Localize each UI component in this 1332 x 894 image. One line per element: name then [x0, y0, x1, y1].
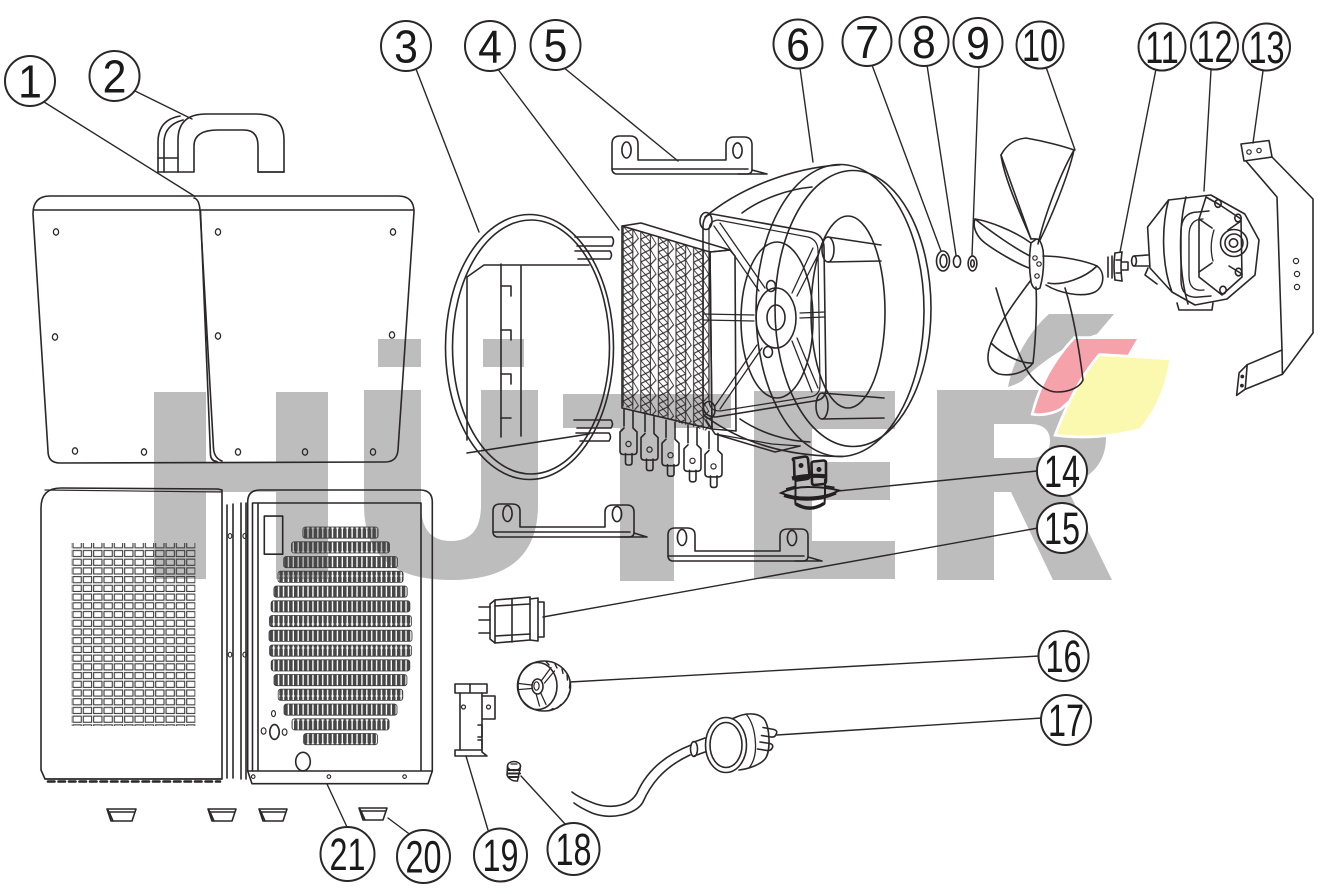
svg-text:10: 10 — [1022, 22, 1058, 71]
svg-text:21: 21 — [329, 831, 365, 880]
svg-text:13: 13 — [1248, 24, 1284, 73]
svg-text:6: 6 — [786, 20, 810, 71]
svg-text:16: 16 — [1046, 633, 1082, 682]
svg-text:2: 2 — [103, 52, 127, 103]
svg-text:12: 12 — [1196, 23, 1232, 72]
svg-text:7: 7 — [855, 17, 879, 68]
svg-text:11: 11 — [1145, 24, 1179, 73]
svg-text:4: 4 — [478, 22, 502, 73]
svg-text:19: 19 — [482, 832, 518, 881]
svg-text:9: 9 — [966, 18, 990, 69]
svg-text:17: 17 — [1048, 697, 1084, 746]
svg-text:20: 20 — [405, 833, 441, 882]
svg-text:3: 3 — [394, 22, 418, 73]
svg-text:18: 18 — [555, 826, 591, 875]
svg-text:5: 5 — [544, 21, 568, 72]
svg-text:8: 8 — [912, 17, 936, 68]
svg-text:14: 14 — [1044, 448, 1080, 497]
svg-text:1: 1 — [18, 57, 42, 108]
svg-text:15: 15 — [1044, 505, 1080, 554]
